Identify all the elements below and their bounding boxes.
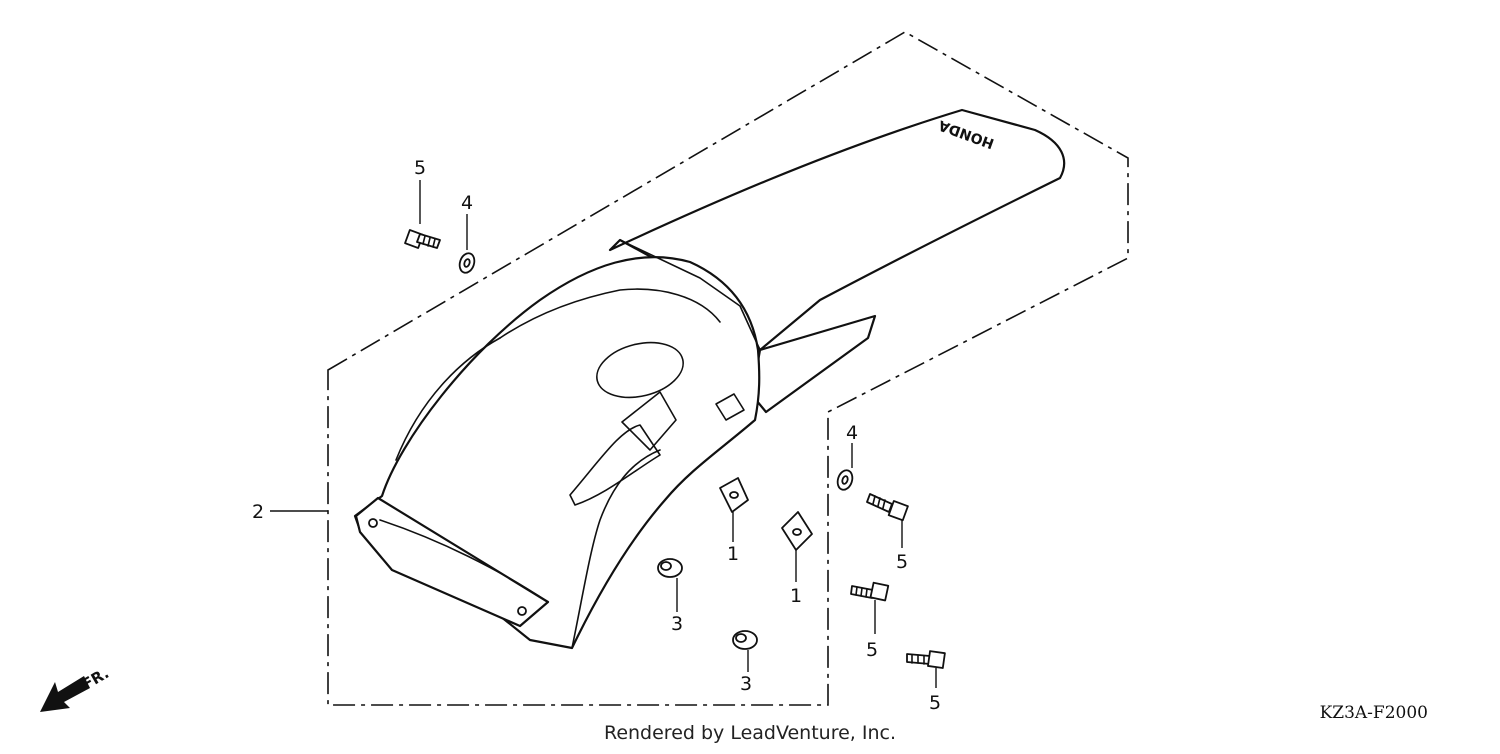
render-credit: Rendered by LeadVenture, Inc. [604,722,896,744]
clip-nut[interactable] [719,477,749,513]
flange-bolt[interactable] [906,650,946,669]
fender-contour-2 [609,239,761,351]
callout-3: 3 [740,673,752,695]
fender-contour-1 [499,288,721,339]
fender-light-housing [569,424,661,506]
callout-5: 5 [896,551,908,573]
callout-1: 1 [790,585,802,607]
clip-nut[interactable] [781,511,813,551]
callout-4: 4 [461,192,473,214]
fender-connector [715,393,745,421]
fender-light-recess [621,391,677,451]
callout-3: 3 [671,613,683,635]
collar[interactable] [732,630,758,650]
fender-contour-3 [395,337,501,461]
callout-4: 4 [846,422,858,444]
washer[interactable] [457,251,476,274]
fender-oval-cutout [596,341,684,399]
fender-main-body [353,256,761,650]
callout-5: 5 [929,692,941,714]
front-direction-arrow-icon [40,676,90,712]
fender-contour-5 [379,519,549,603]
callout-1: 1 [727,543,739,565]
flange-bolt[interactable] [850,581,890,602]
rear-fender[interactable]: HONDA [353,108,1066,650]
fender-mount-hole [368,518,378,528]
diagram-code: KZ3A-F2000 [1320,703,1428,723]
washer[interactable] [835,468,854,491]
callout-2: 2 [252,501,264,523]
callout-5: 5 [414,157,426,179]
assembly-boundary [327,31,1129,706]
flange-bolt[interactable] [404,229,441,249]
fender-rear-tray [354,496,550,628]
callout-5: 5 [866,639,878,661]
collar[interactable] [657,558,683,578]
fender-contour-4 [571,449,661,649]
fender-mount-hole [517,606,527,616]
flange-bolt[interactable] [866,493,909,522]
